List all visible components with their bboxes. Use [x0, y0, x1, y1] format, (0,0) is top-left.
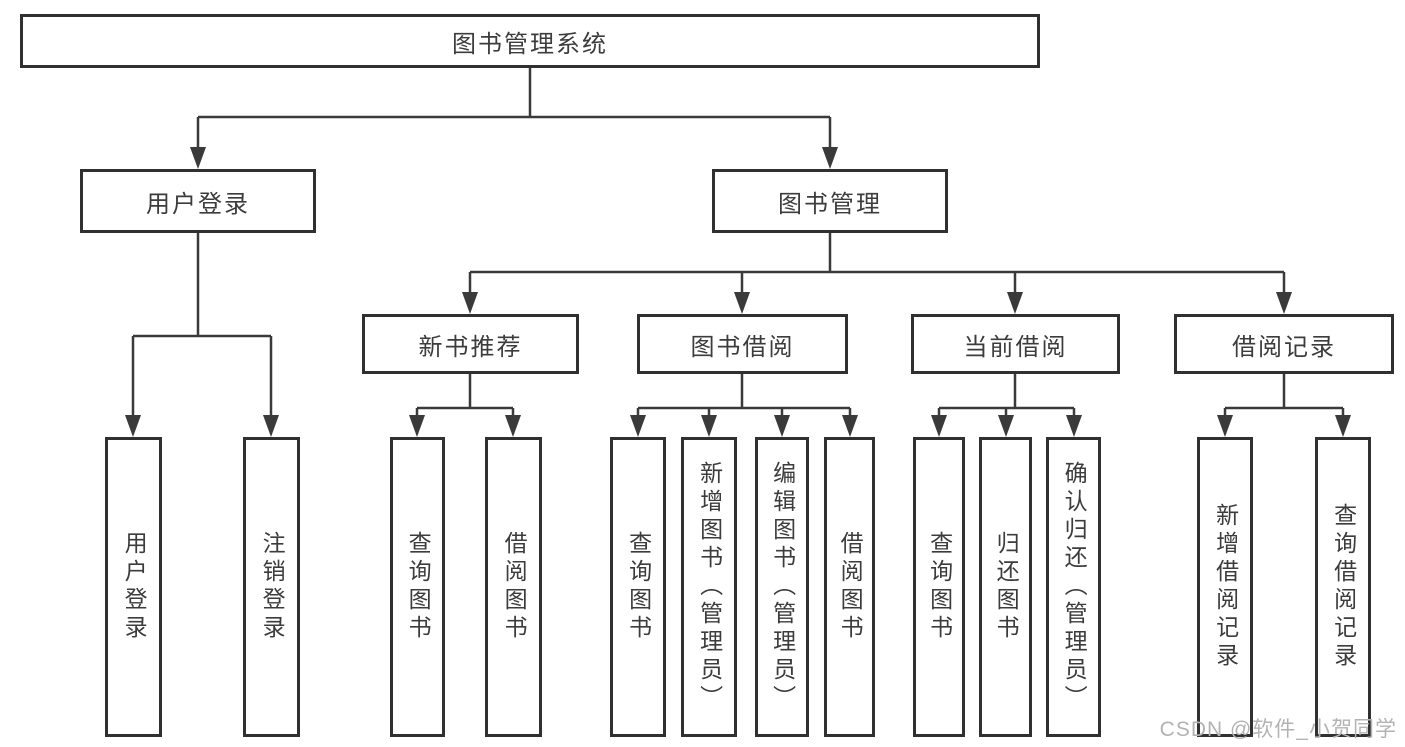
leaf-user-login: 用户登录 — [105, 437, 162, 737]
node-label: 查询图书 — [926, 531, 953, 643]
node-book-management: 图书管理 — [712, 169, 948, 233]
node-label: 确认归还（管理员） — [1061, 461, 1088, 713]
node-label: 归还图书 — [993, 531, 1020, 643]
node-library-management-system: 图书管理系统 — [20, 14, 1040, 68]
leaf-edit-books-admin: 编辑图书（管理员） — [755, 437, 809, 737]
leaf-query-books-current: 查询图书 — [913, 437, 965, 737]
leaf-return-books: 归还图书 — [979, 437, 1032, 737]
node-label: 图书借阅 — [690, 333, 795, 361]
arrow-down-icons — [125, 147, 1351, 437]
node-label: 查询图书 — [625, 531, 652, 643]
node-label: 借阅图书 — [837, 531, 864, 643]
node-current-borrowing: 当前借阅 — [911, 314, 1120, 374]
node-label: 借阅记录 — [1232, 333, 1336, 361]
leaf-add-borrow-record: 新增借阅记录 — [1197, 437, 1253, 737]
leaf-borrow-books: 借阅图书 — [824, 437, 875, 737]
node-label: 图书管理 — [778, 190, 882, 218]
leaf-borrow-books-recommend: 借阅图书 — [485, 437, 542, 737]
node-label: 新增图书（管理员） — [696, 461, 723, 713]
leaf-query-books-borrow: 查询图书 — [610, 437, 666, 737]
node-label: 新增借阅记录 — [1212, 503, 1239, 671]
node-label: 查询图书 — [405, 531, 432, 643]
node-label: 编辑图书（管理员） — [769, 461, 796, 713]
leaf-logout: 注销登录 — [243, 437, 300, 737]
leaf-query-books-recommend: 查询图书 — [390, 437, 445, 737]
node-label: 注销登录 — [259, 531, 286, 643]
node-label: 查询借阅记录 — [1330, 503, 1357, 671]
leaf-query-borrow-record: 查询借阅记录 — [1315, 437, 1371, 737]
node-label: 借阅图书 — [501, 531, 528, 643]
node-user-login: 用户登录 — [80, 169, 316, 233]
node-book-borrowing: 图书借阅 — [637, 314, 848, 374]
leaf-add-books-admin: 新增图书（管理员） — [681, 437, 737, 737]
watermark: CSDN @软件_小贺同学 — [1159, 718, 1397, 741]
connector-paths — [131, 68, 1345, 418]
node-new-book-recommend: 新书推荐 — [362, 314, 579, 374]
node-label: 新书推荐 — [418, 333, 523, 361]
node-label: 用户登录 — [146, 190, 250, 218]
node-label: 用户登录 — [121, 531, 148, 643]
leaf-confirm-return-admin: 确认归还（管理员） — [1046, 437, 1101, 737]
node-label: 当前借阅 — [963, 333, 1068, 361]
node-label: 图书管理系统 — [452, 30, 608, 58]
node-borrowing-records: 借阅记录 — [1174, 314, 1394, 374]
